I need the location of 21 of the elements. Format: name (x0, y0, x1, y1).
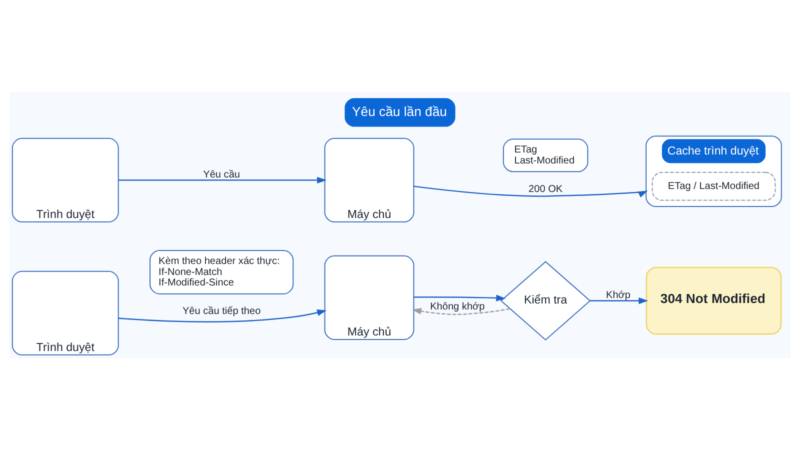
edge-label: 200 OK (528, 184, 563, 196)
node-box: Kèm theo header xác thực: If-None-Match If-Modified-Since (150, 250, 294, 294)
node-box: 304 Not Modified (646, 266, 782, 335)
node-box: Trình duyệt (12, 138, 119, 222)
arrow (414, 186, 648, 198)
diagram-title: Yêu cầu lần đầu (352, 104, 447, 120)
node-box: Máy chủ (324, 138, 414, 222)
node-box: Trình duyệt (12, 270, 119, 356)
node-box: Máy chủ (324, 255, 414, 340)
node-box: ETag / Last-Modified (652, 172, 776, 201)
arrow (412, 308, 510, 316)
node-box: ETag Last-Modified (502, 138, 588, 172)
arrow (118, 309, 327, 322)
arrow (414, 294, 506, 302)
arrow (590, 297, 648, 304)
node-diamond: Kiểm tra (500, 261, 591, 340)
edge-label: Không khớp (430, 302, 485, 313)
edge-label: Yêu cầu tiếp theo (182, 306, 261, 318)
edge-label: Khớp (606, 290, 630, 301)
arrow (118, 176, 327, 184)
edge-label: Yêu cầu (203, 169, 240, 180)
